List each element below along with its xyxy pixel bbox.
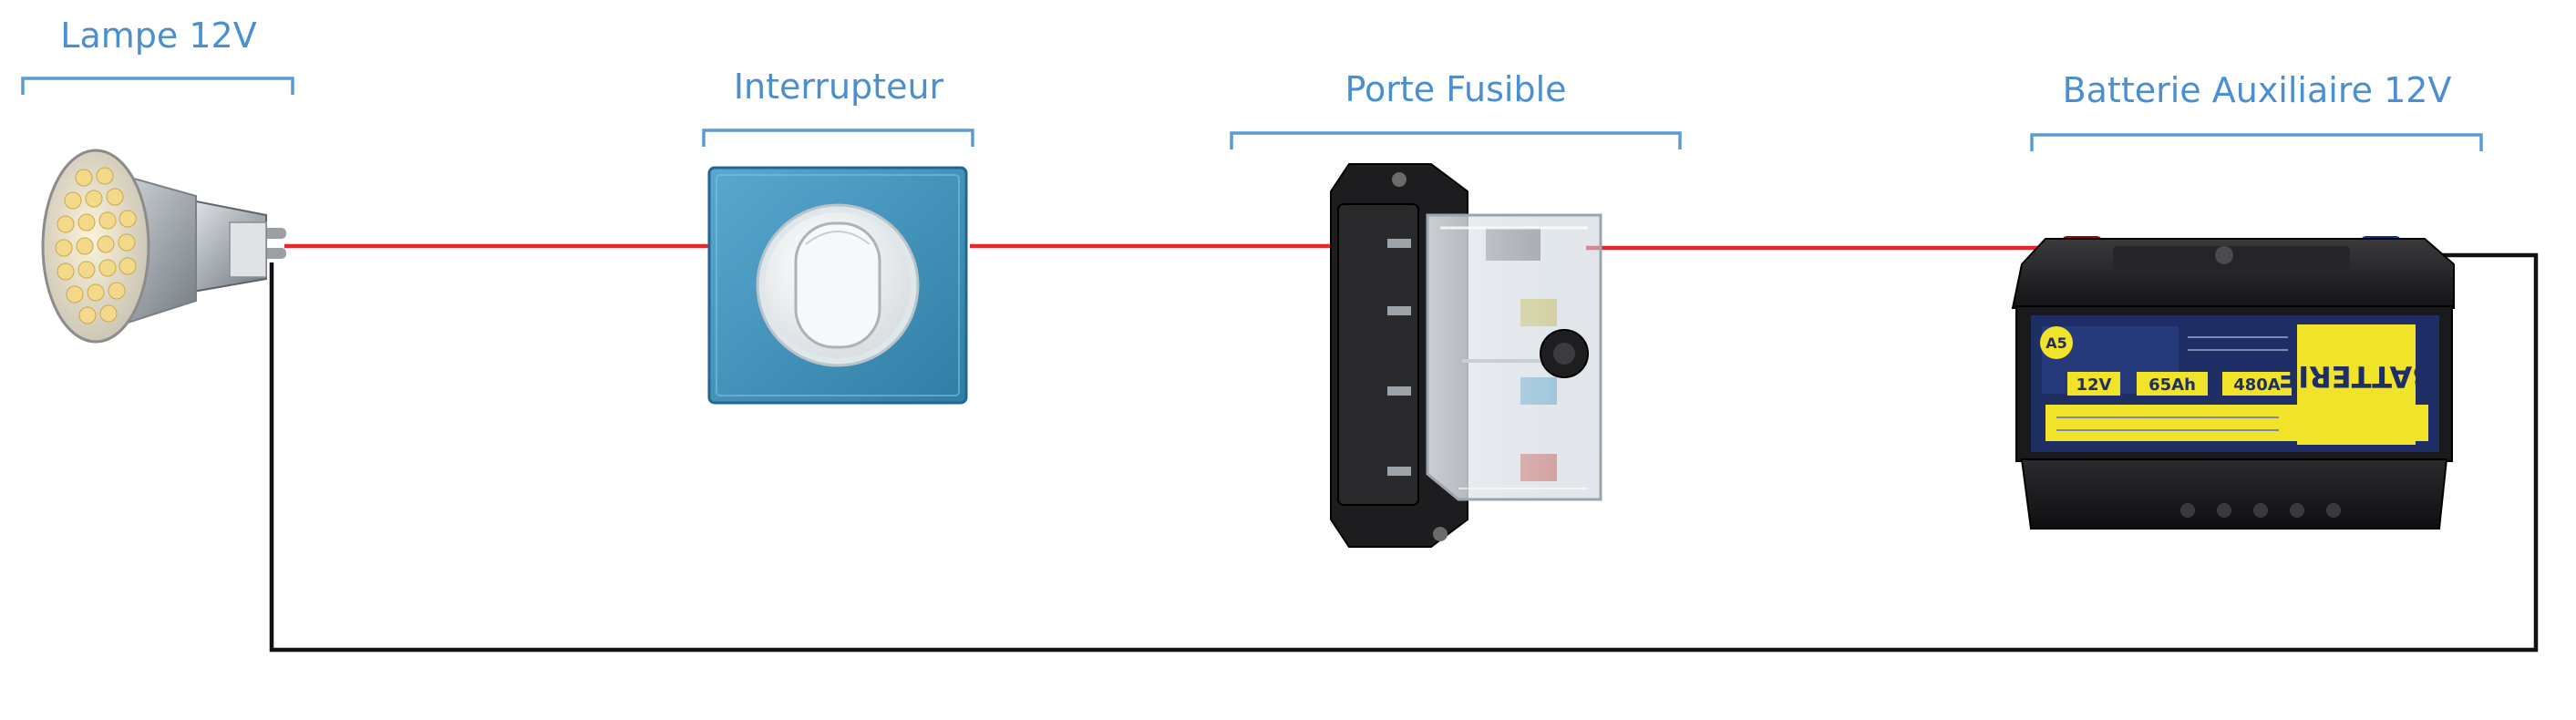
battery-badge-text: A5: [2045, 334, 2067, 352]
battery-capacity-text: 65Ah: [2148, 375, 2196, 395]
fuse-label: Porte Fusible: [1345, 69, 1566, 109]
lamp-label: Lampe 12V: [60, 15, 256, 56]
negative-wire: [269, 252, 2539, 653]
light-switch-icon: [707, 166, 968, 405]
battery-current-text: 480A: [2233, 375, 2281, 395]
switch-label: Interrupteur: [734, 67, 944, 107]
led-bulb-icon: [41, 149, 286, 344]
battery-voltage-text: 12V: [2076, 375, 2112, 395]
battery-bracket: [2030, 133, 2483, 151]
positive-wire: [284, 243, 2071, 251]
battery-label: Batterie Auxiliaire 12V: [2063, 70, 2452, 110]
fuse-holder-icon: [1330, 163, 1602, 548]
fuse-bracket: [1230, 131, 1682, 149]
lamp-bracket: [21, 77, 294, 95]
car-battery-icon: A5 12V 65Ah 480A BATTERIE: [2011, 236, 2455, 530]
battery-brand-text: BATTERIE: [2278, 359, 2434, 394]
switch-bracket: [702, 129, 974, 147]
